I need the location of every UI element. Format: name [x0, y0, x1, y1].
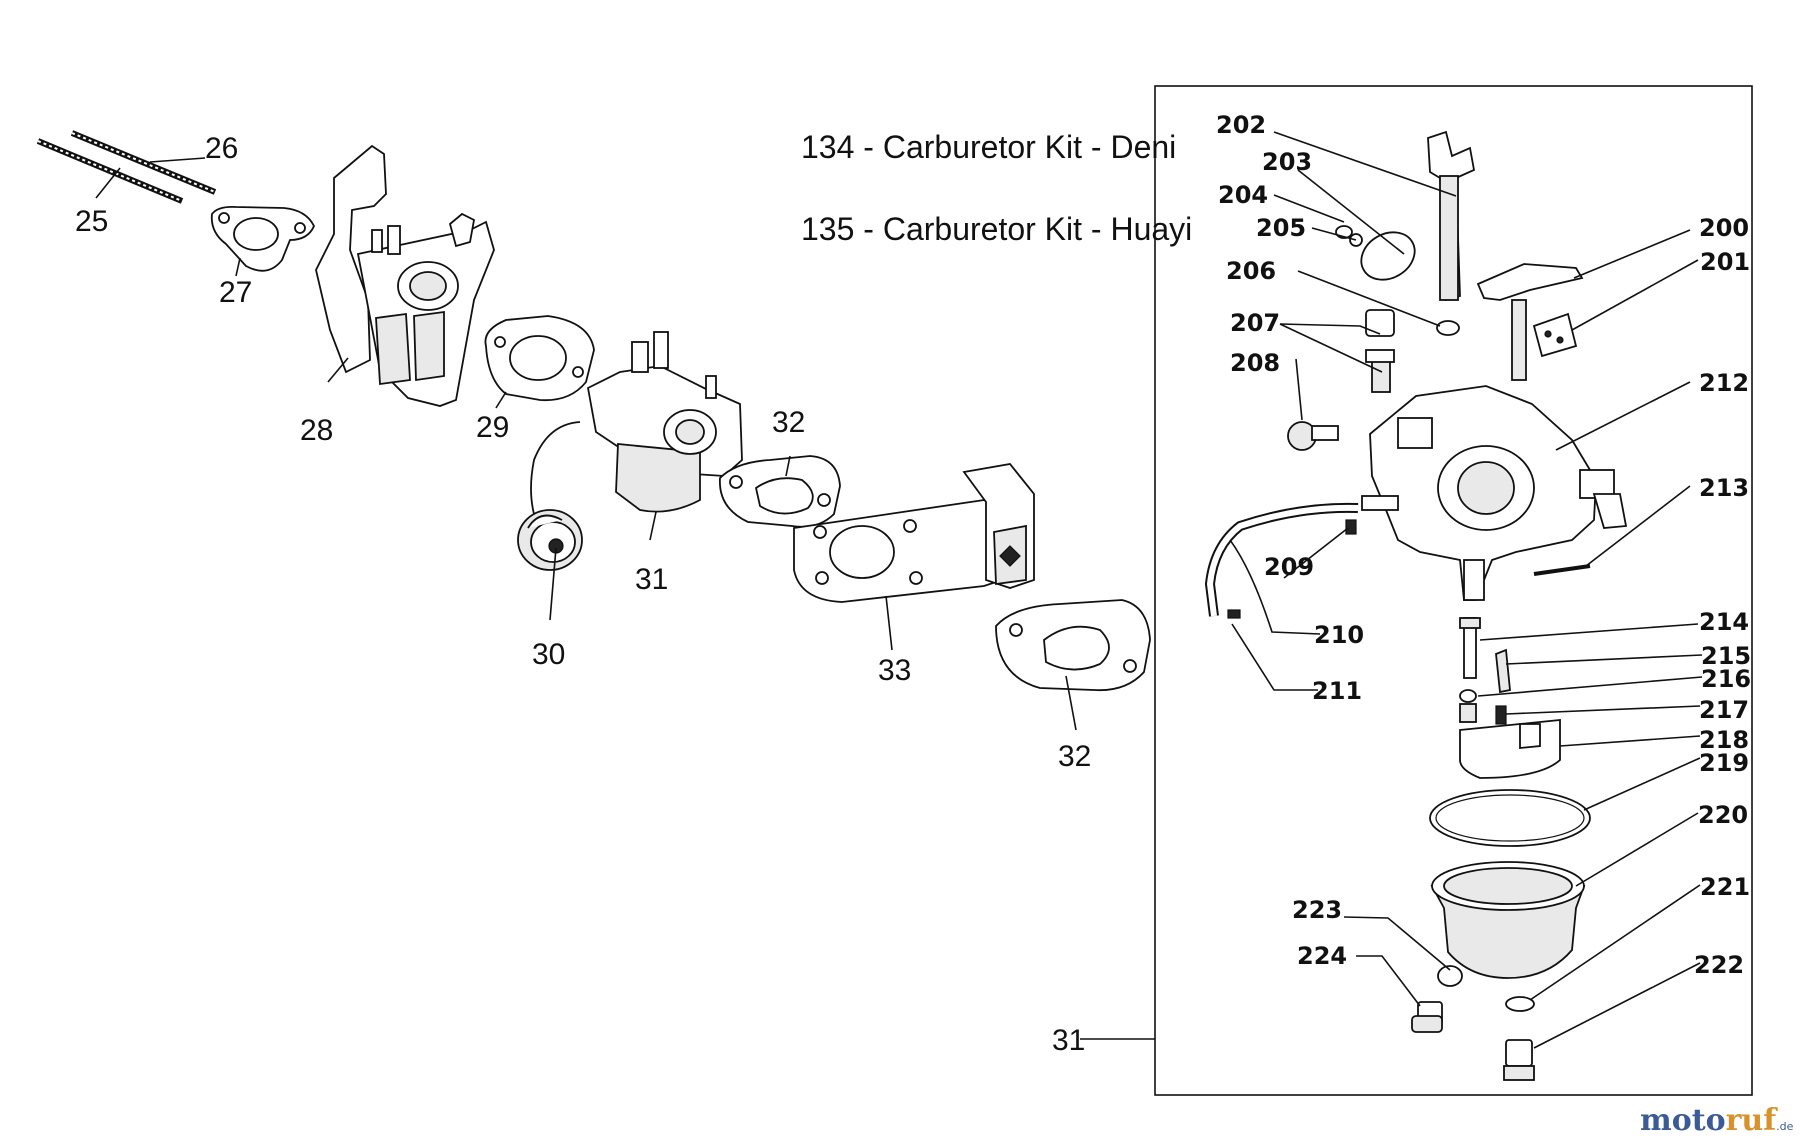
main-jet: [1459, 703, 1477, 723]
main-nozzle: [1459, 617, 1481, 679]
label-219: 219: [1699, 749, 1749, 777]
idle-screw-207: [1365, 309, 1395, 393]
label-223: 223: [1292, 896, 1342, 924]
stud-bolts: [36, 130, 217, 204]
float-pin: [1533, 564, 1591, 576]
carburetor-assembly: [530, 331, 743, 515]
adjust-screw-208: [1287, 421, 1339, 451]
label-221: 221: [1700, 873, 1750, 901]
label-211: 211: [1312, 677, 1362, 705]
carb-gasket: [484, 315, 595, 402]
hose-clip-211: [1227, 609, 1241, 619]
label-209: 209: [1264, 553, 1314, 581]
label-33: 33: [878, 654, 911, 687]
label-200: 200: [1699, 214, 1749, 242]
label-29: 29: [476, 411, 509, 444]
label-26: 26: [205, 132, 238, 165]
throttle-plate: [1532, 312, 1578, 358]
label-206: 206: [1226, 257, 1276, 285]
float-needle: [1495, 648, 1511, 694]
choke-plate: [1360, 231, 1416, 281]
label-224: 224: [1297, 942, 1347, 970]
float-bowl: [1430, 861, 1586, 979]
label-31-detail: 31: [1052, 1024, 1085, 1057]
bowl-bolt: [1503, 1039, 1535, 1081]
intake-spacer: [315, 144, 495, 407]
spring-217: [1495, 705, 1507, 725]
label-210: 210: [1314, 621, 1364, 649]
label-25: 25: [75, 205, 108, 238]
label-220: 220: [1698, 801, 1748, 829]
label-217: 217: [1699, 696, 1749, 724]
washer-221: [1505, 996, 1535, 1012]
label-32-lower: 32: [1058, 740, 1091, 773]
svg-text:motoruf.de: motoruf.de: [1640, 1103, 1794, 1138]
label-202: 202: [1216, 111, 1266, 139]
air-filter-gasket-lower: [995, 599, 1151, 692]
label-204: 204: [1218, 181, 1268, 209]
label-222: 222: [1694, 951, 1744, 979]
kit-135-text: 135 - Carburetor Kit - Huayi: [801, 211, 1192, 247]
label-27: 27: [219, 276, 252, 309]
label-218: 218: [1699, 726, 1749, 754]
primer-bulb: [517, 509, 583, 571]
kit-134-text: 134 - Carburetor Kit - Deni: [801, 129, 1176, 165]
label-31: 31: [635, 563, 668, 596]
label-205: 205: [1256, 214, 1306, 242]
label-201: 201: [1700, 248, 1750, 276]
label-32-upper: 32: [772, 406, 805, 439]
intake-gasket: [210, 205, 315, 272]
choke-shaft: [1427, 130, 1476, 302]
air-filter-gasket-upper: [719, 455, 841, 528]
drain-screw: [1411, 1001, 1443, 1033]
float: [1459, 719, 1561, 779]
carburetor-detail-frame: [1154, 85, 1753, 1096]
carburetor-body: [1369, 385, 1628, 601]
fuel-fitting: [1361, 495, 1399, 511]
air-filter-bracket: [793, 463, 1035, 603]
label-207: 207: [1230, 309, 1280, 337]
hose-clip-209: [1345, 519, 1357, 535]
throttle-lever: [1476, 263, 1584, 381]
watermark-logo: motoruf.de: [1640, 1103, 1794, 1138]
label-208: 208: [1230, 349, 1280, 377]
oring-216: [1459, 689, 1477, 703]
label-28: 28: [300, 414, 333, 447]
label-213: 213: [1699, 474, 1749, 502]
washer-206: [1436, 320, 1460, 336]
float-bowl-gasket: [1429, 789, 1591, 847]
label-30: 30: [532, 638, 565, 671]
label-212: 212: [1699, 369, 1749, 397]
label-215: 215: [1701, 642, 1751, 670]
label-216: 216: [1701, 665, 1751, 693]
label-214: 214: [1699, 608, 1749, 636]
label-203: 203: [1262, 148, 1312, 176]
washer-223: [1437, 965, 1463, 987]
